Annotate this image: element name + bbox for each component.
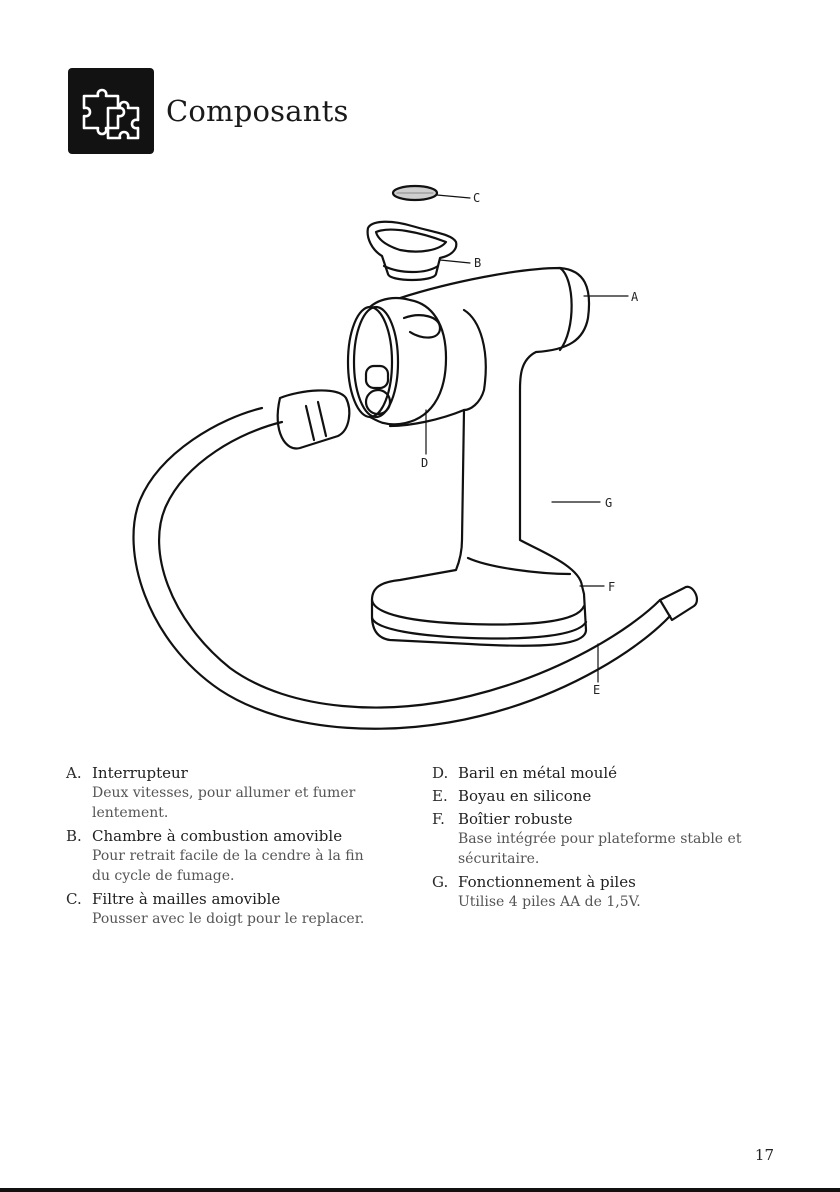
- list-item: B. Chambre à combustion amovible Pour re…: [66, 826, 386, 886]
- list-item: G. Fonctionnement à piles Utilise 4 pile…: [432, 872, 752, 912]
- barrel-front-illustration: [348, 298, 486, 424]
- item-letter: G.: [432, 872, 458, 912]
- item-description: Utilise 4 piles AA de 1,5V.: [458, 892, 641, 912]
- callout-label: G: [605, 496, 612, 510]
- item-name: Boîtier robuste: [458, 809, 752, 829]
- item-description: Pousser avec le doigt pour le replacer.: [92, 909, 364, 929]
- item-name: Fonctionnement à piles: [458, 872, 641, 892]
- page-title: Composants: [166, 94, 349, 128]
- components-list-left: A. Interrupteur Deux vitesses, pour allu…: [66, 763, 386, 932]
- item-description: Deux vitesses, pour allumer et fumer len…: [92, 783, 386, 823]
- list-item: A. Interrupteur Deux vitesses, pour allu…: [66, 763, 386, 823]
- item-letter: A.: [66, 763, 92, 823]
- callout-label: C: [473, 191, 480, 205]
- item-letter: E.: [432, 786, 458, 806]
- list-item: C. Filtre à mailles amovible Pousser ave…: [66, 889, 386, 929]
- callout-label: B: [474, 256, 481, 270]
- item-letter: B.: [66, 826, 92, 886]
- callout-label: A: [631, 290, 639, 304]
- components-list-right: D. Baril en métal moulé E. Boyau en sili…: [432, 763, 752, 915]
- item-description: Base intégrée pour plateforme stable et …: [458, 829, 752, 869]
- smoker-body-illustration: [372, 268, 589, 646]
- item-letter: C.: [66, 889, 92, 929]
- item-name: Interrupteur: [92, 763, 386, 783]
- puzzle-icon: [68, 68, 154, 154]
- product-diagram: A B C D E F G: [0, 170, 840, 750]
- silicone-hose-illustration: [133, 390, 696, 728]
- item-description: Pour retrait facile de la cendre à la fi…: [92, 846, 386, 886]
- page-number: 17: [755, 1146, 774, 1164]
- item-name: Filtre à mailles amovible: [92, 889, 364, 909]
- combustion-chamber-illustration: [368, 222, 470, 280]
- callout-label: E: [593, 683, 600, 697]
- bottom-rule: [0, 1188, 840, 1192]
- item-letter: D.: [432, 763, 458, 783]
- mesh-filter-illustration: [393, 186, 470, 200]
- callout-label: D: [421, 456, 428, 470]
- item-name: Chambre à combustion amovible: [92, 826, 386, 846]
- page-header: Composants: [68, 68, 349, 154]
- list-item: E. Boyau en silicone: [432, 786, 752, 806]
- item-name: Baril en métal moulé: [458, 763, 617, 783]
- callout-label: F: [608, 580, 615, 594]
- item-name: Boyau en silicone: [458, 786, 591, 806]
- list-item: D. Baril en métal moulé: [432, 763, 752, 783]
- item-letter: F.: [432, 809, 458, 869]
- list-item: F. Boîtier robuste Base intégrée pour pl…: [432, 809, 752, 869]
